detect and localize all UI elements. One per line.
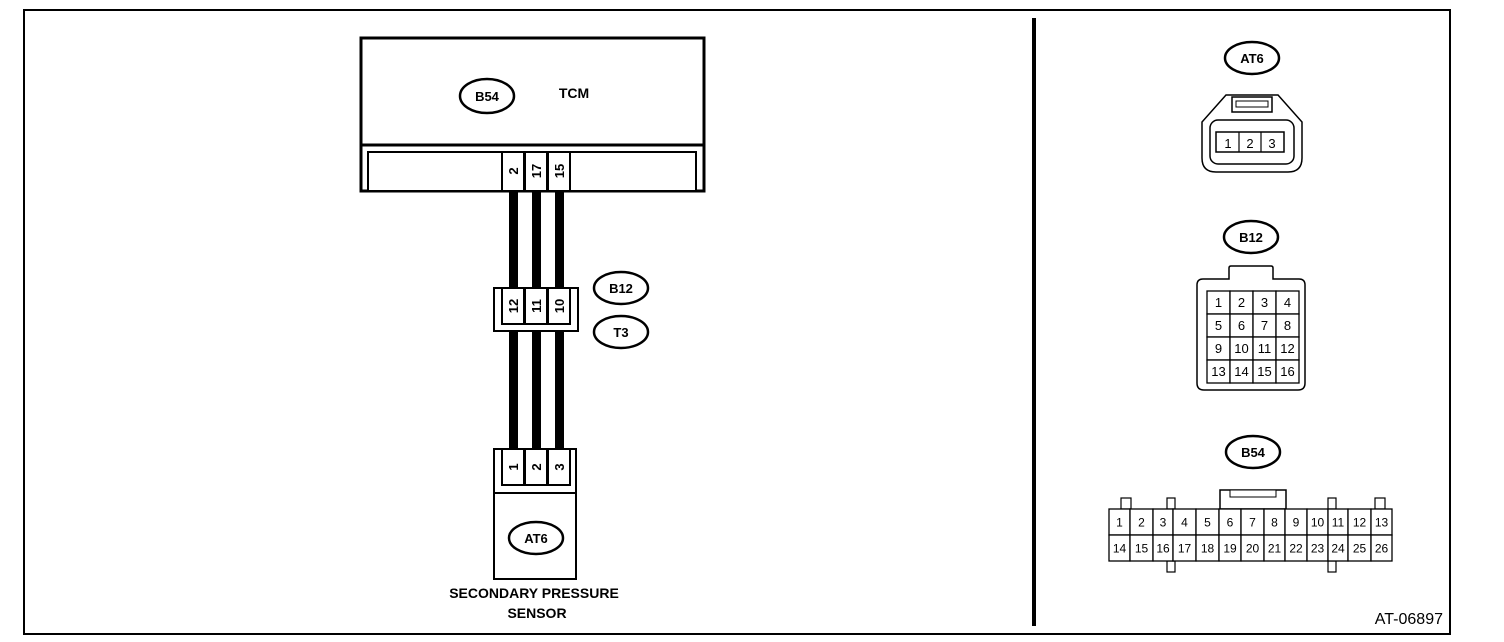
b54-view-pin: 9 [1293,515,1300,529]
tcm-unit: B54 TCM 2 17 15 [359,36,706,193]
b54-view-pin: 22 [1289,541,1303,555]
harness-lower [509,331,564,449]
b12-view-pin: 9 [1215,341,1222,356]
at6-view-pin: 1 [1224,136,1231,151]
b12-view-pin: 2 [1238,295,1245,310]
b54-view-pin: 25 [1353,541,1367,555]
b54-view-pin: 24 [1331,541,1345,555]
b54-view-pin-cell [1370,534,1393,562]
joint-connector-badge-top [592,270,650,306]
at6-connector-view: AT6 1 2 3 [1201,40,1303,173]
b54-view-pin: 18 [1201,541,1215,555]
b12-view-pin: 1 [1215,295,1222,310]
b12-view-pin: 15 [1257,364,1271,379]
sensor-pin: 1 [506,463,521,470]
joint-connector-id-bottom: T3 [613,325,628,340]
harness-upper [509,191,564,288]
b12-view-pin-cell [1275,359,1300,384]
sensor-connector-id: AT6 [524,531,548,546]
tcm-pin: 15 [552,164,567,178]
b54-view-pin: 10 [1311,515,1325,529]
b54-view-pin: 19 [1223,541,1237,555]
b54-view-pin: 3 [1160,515,1167,529]
joint-connector: 12 11 10 B12 T3 [493,270,650,350]
joint-pin: 10 [552,299,567,313]
b12-view-pin: 8 [1284,318,1291,333]
b54-view-pin: 26 [1375,541,1389,555]
sensor-label-line1: SECONDARY PRESSURE [449,585,619,601]
b54-view-pin: 5 [1204,515,1211,529]
b12-view-pin: 3 [1261,295,1268,310]
b12-view-pin: 4 [1284,295,1291,310]
joint-pin: 11 [529,299,544,313]
at6-view-pin: 2 [1246,136,1253,151]
b12-view-pin: 10 [1234,341,1248,356]
b54-view-pin: 23 [1311,541,1325,555]
b12-view-pin: 7 [1261,318,1268,333]
sensor-pin: 3 [552,463,567,470]
b54-view-pin: 14 [1113,541,1127,555]
secondary-pressure-sensor: 1 2 3 AT6 [493,448,577,580]
tcm-connector-badge [458,77,516,115]
tcm-pin: 2 [506,167,521,174]
at6-view-badge [1223,40,1281,76]
joint-connector-badge-bottom [592,314,650,350]
b12-view-pin: 12 [1280,341,1294,356]
b12-view-pin: 6 [1238,318,1245,333]
b54-view-pin: 11 [1332,515,1345,529]
b54-view-pin: 2 [1138,515,1145,529]
at6-view-pin: 3 [1268,136,1275,151]
b54-view-pin: 4 [1181,515,1188,529]
sensor-pin: 2 [529,463,544,470]
b12-view-pin: 16 [1280,364,1294,379]
b54-view-pin: 8 [1271,515,1278,529]
b12-view-pin: 11 [1258,341,1272,356]
sensor-label-line2: SENSOR [507,605,566,621]
b54-view-label: B54 [1241,445,1266,460]
b54-view-badge [1224,434,1282,470]
b12-view-label: B12 [1239,230,1263,245]
at6-view-label: AT6 [1240,51,1264,66]
b54-view-pin: 12 [1353,515,1367,529]
tcm-pin: 17 [529,164,544,178]
tcm-label: TCM [559,85,589,101]
b54-view-pin: 15 [1135,541,1149,555]
tcm-connector-id: B54 [475,89,500,104]
b54-view-pin: 21 [1268,541,1282,555]
joint-pin: 12 [506,299,521,313]
b12-view-pin: 13 [1211,364,1225,379]
sensor-connector-badge [507,520,565,556]
b12-view-pin: 5 [1215,318,1222,333]
b54-view-pin: 17 [1178,541,1192,555]
figure-id: AT-06897 [1375,611,1443,628]
b54-view-pin: 13 [1375,515,1389,529]
b54-view-pin: 16 [1156,541,1170,555]
b54-view-pin: 20 [1246,541,1260,555]
diagram-border [23,9,1451,635]
b12-view-badge [1222,219,1280,255]
b54-view-pin: 1 [1116,515,1123,529]
b12-view-pin: 14 [1234,364,1248,379]
joint-connector-id-top: B12 [609,281,633,296]
b54-view-pin: 6 [1227,515,1234,529]
b54-view-pin: 7 [1249,515,1256,529]
